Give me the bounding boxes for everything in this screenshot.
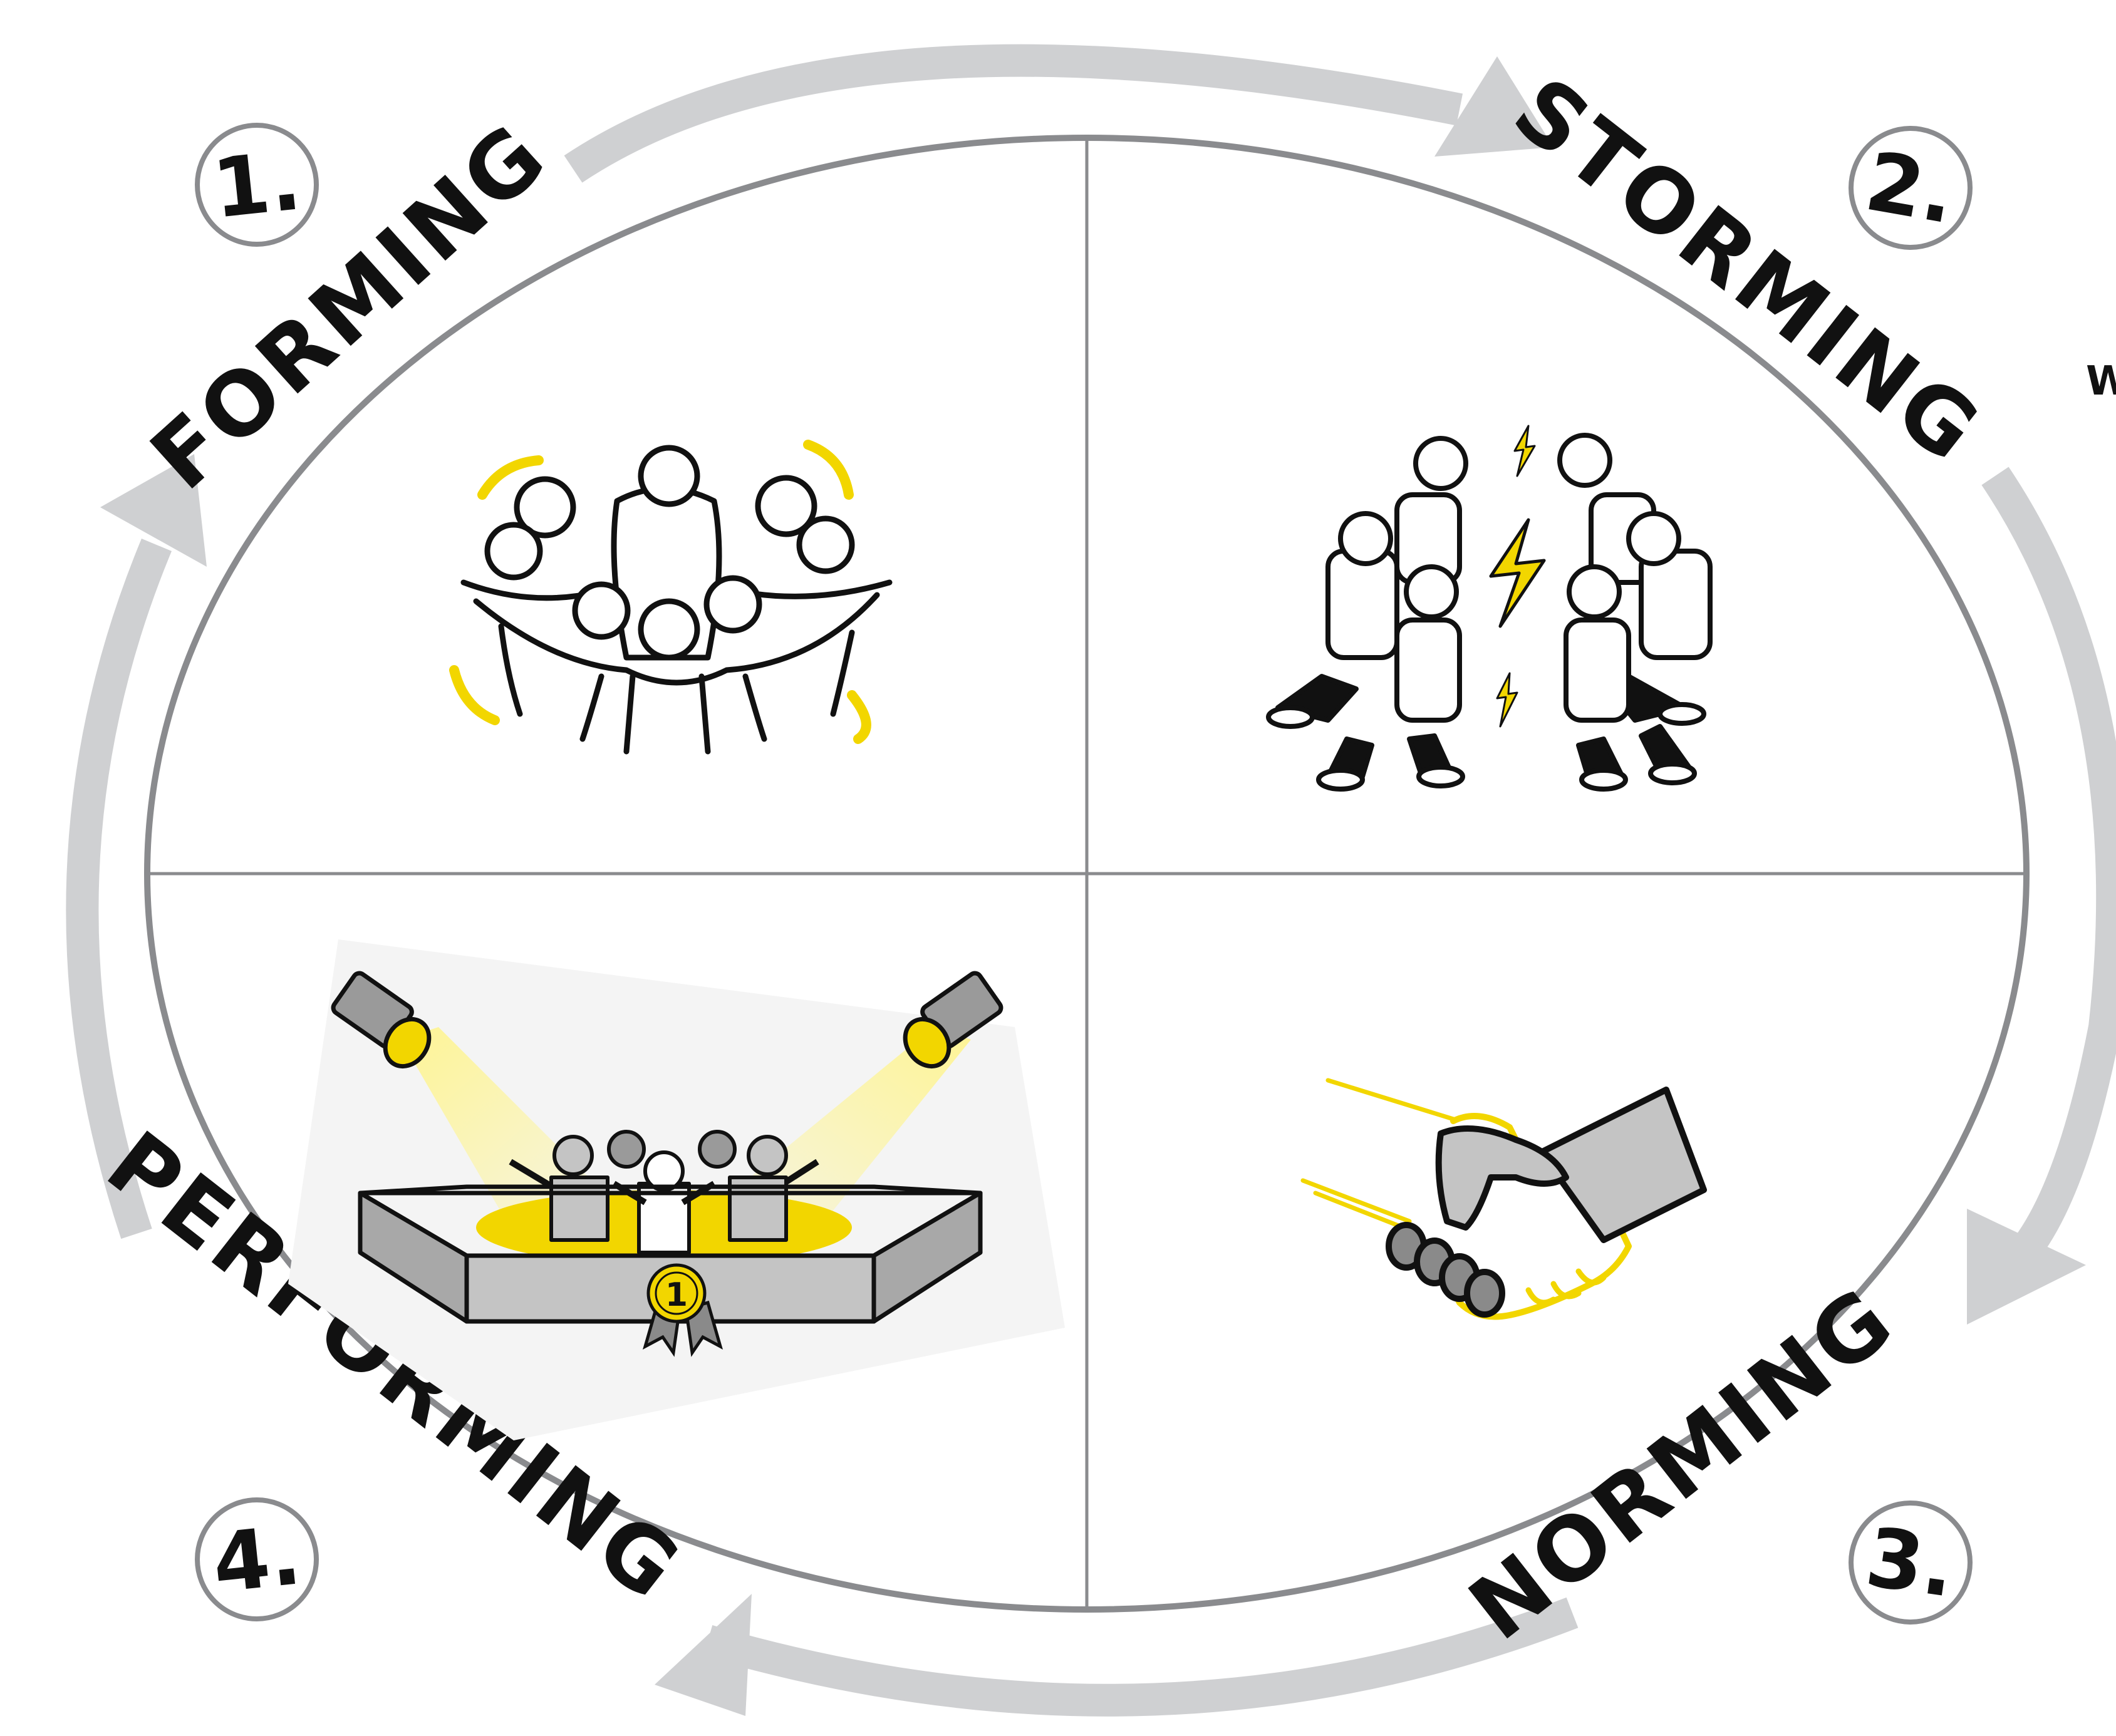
handshake-icon bbox=[1300, 1078, 1707, 1320]
award-badge: 1 bbox=[642, 1263, 723, 1357]
arrowhead-to-norming bbox=[1967, 1209, 2086, 1325]
conflict-figures-icon bbox=[1266, 425, 1713, 792]
arrowhead-to-performing bbox=[655, 1594, 752, 1716]
step-number-3: 3. bbox=[1849, 1501, 1973, 1625]
arrow-norming-to-performing bbox=[703, 1597, 1579, 1717]
gray-sleeve bbox=[1538, 1087, 1707, 1243]
step-circle-1 bbox=[195, 123, 319, 247]
arrowhead-to-storming bbox=[1434, 56, 1553, 157]
step-number-4: 4. bbox=[195, 1497, 319, 1621]
winners-podium-icon: 1 bbox=[288, 939, 1065, 1440]
lightning-bolt-large bbox=[1489, 518, 1546, 628]
arrowhead-to-forming bbox=[100, 454, 207, 567]
arrowheads bbox=[100, 56, 2086, 1716]
step-number-text-3: 3. bbox=[1860, 1509, 1961, 1616]
step-circle-2 bbox=[1849, 126, 1973, 250]
arrow-forming-to-storming bbox=[564, 44, 1463, 183]
step-number-1: 1. bbox=[195, 123, 319, 247]
step-number-text-2: 2. bbox=[1859, 133, 1962, 242]
spotlight-left bbox=[331, 971, 432, 1069]
motion-lines bbox=[1300, 1078, 1462, 1230]
arrow-performing-to-forming bbox=[66, 539, 172, 1239]
step-number-2: 2. bbox=[1849, 126, 1973, 250]
knuckles bbox=[1386, 1222, 1505, 1318]
edge-cutoff-text: W bbox=[2086, 358, 2116, 405]
gray-hand bbox=[1435, 1125, 1569, 1231]
step-number-text-4: 4. bbox=[209, 1507, 306, 1611]
arrow-storming-to-norming bbox=[1981, 467, 2116, 1263]
group-huddle-icon bbox=[449, 440, 893, 755]
motion-marks bbox=[449, 440, 871, 744]
step-number-text-1: 1. bbox=[209, 133, 306, 237]
spotlight-right bbox=[903, 971, 1004, 1069]
step-circle-4 bbox=[195, 1497, 319, 1621]
lightning-bolt-bottom bbox=[1496, 672, 1518, 728]
cycle-arrows bbox=[66, 44, 2116, 1717]
step-circle-3 bbox=[1849, 1501, 1973, 1625]
lightning-bolt-top bbox=[1513, 425, 1536, 477]
award-badge-number: 1 bbox=[665, 1276, 688, 1314]
